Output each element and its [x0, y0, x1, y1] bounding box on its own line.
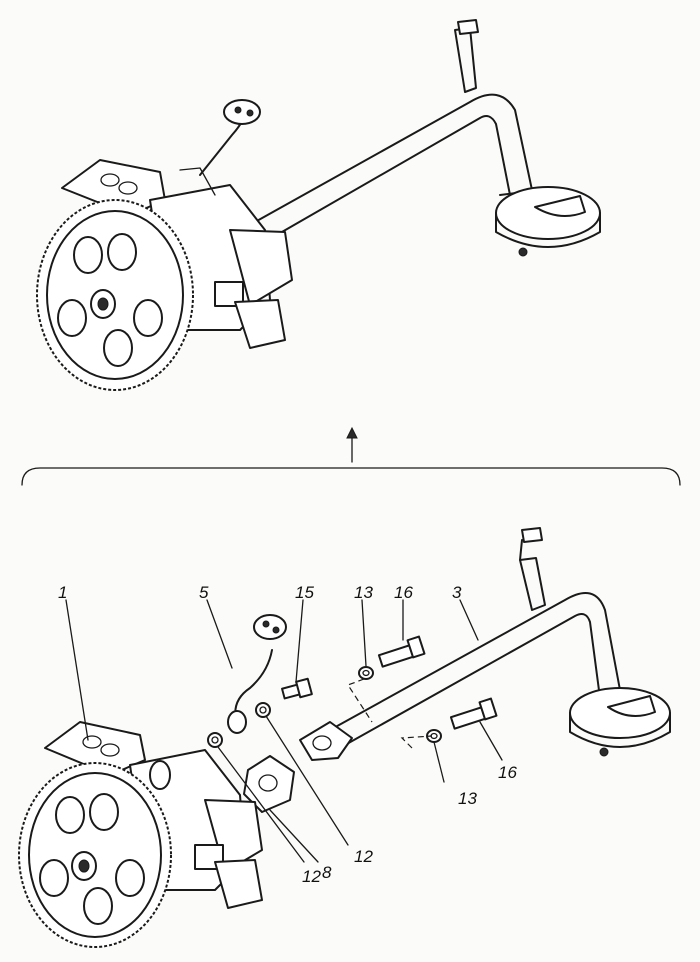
- bolt-16-lower: [449, 697, 498, 730]
- washer-12-right: [255, 702, 271, 718]
- callout-part-12-left: 12: [302, 867, 321, 886]
- exploded-suction-pipe: [299, 527, 671, 761]
- callout-part-12-right: 12: [354, 847, 373, 866]
- oil-tube-5: [227, 614, 287, 734]
- callout-part-1: 1: [58, 583, 68, 602]
- assembled-oil-pump: [36, 19, 601, 391]
- assembly-arrow: [21, 426, 681, 486]
- bolt-15: [281, 677, 313, 700]
- leader-dashes: [347, 678, 433, 749]
- callout-part-16-lower: 16: [498, 763, 517, 782]
- callout-part-16-upper: 16: [394, 583, 413, 602]
- assembled-suction-pipe: [254, 19, 601, 257]
- callout-part-15: 15: [295, 583, 314, 602]
- bolt-16-upper: [377, 635, 426, 668]
- callout-part-8: 8: [322, 863, 332, 882]
- leader-lines: [65, 599, 503, 863]
- washer-12-left: [207, 732, 223, 748]
- exploded-parts: [18, 527, 671, 948]
- exploded-drive-gear: [18, 762, 172, 948]
- callout-part-5: 5: [199, 583, 209, 602]
- assembled-drive-gear: [36, 199, 194, 391]
- callout-part-3: 3: [452, 583, 462, 602]
- callout-part-13-upper: 13: [354, 583, 373, 602]
- washer-13-upper: [358, 666, 374, 680]
- callout-part-13-lower: 13: [458, 789, 477, 808]
